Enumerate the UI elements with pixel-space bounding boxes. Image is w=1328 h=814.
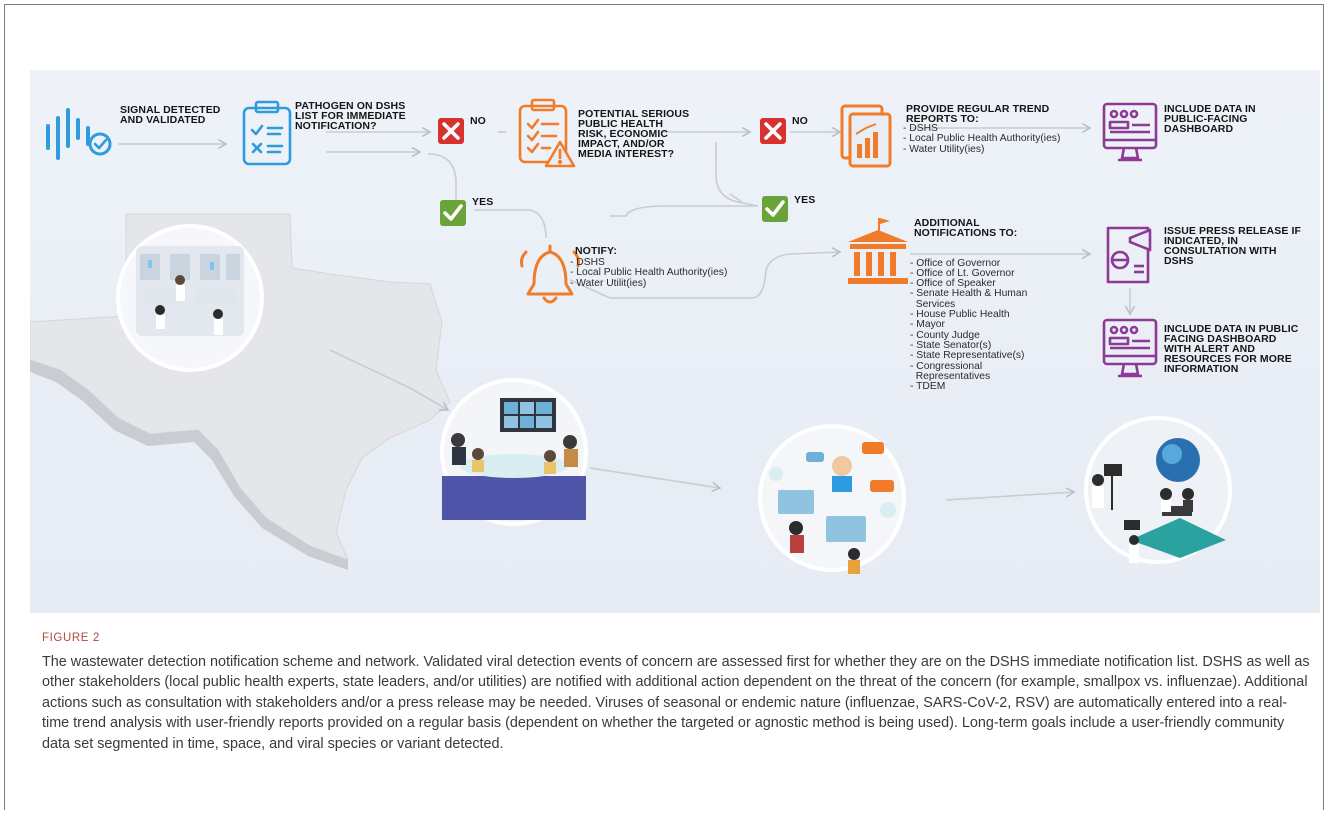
laboratory-illustration (116, 224, 264, 372)
yes-mark-icon (440, 200, 466, 226)
flowchart-artwork (30, 98, 1232, 574)
report-document-icon (840, 104, 892, 168)
call-center-illustration (758, 424, 906, 574)
figure-frame (4, 4, 1324, 810)
decision-no-label: NO (792, 115, 808, 127)
dashboard-monitor-icon (1102, 102, 1158, 162)
press-release-icon (1106, 226, 1152, 284)
trend-reports-recipients: - DSHS- Local Public Health Authority(ie… (903, 123, 1061, 155)
connectors (118, 122, 1136, 501)
news-broadcast-illustration (1084, 416, 1232, 564)
warning-clipboard-icon (518, 98, 576, 168)
signal-waveform-icon (46, 108, 112, 160)
video-conference-illustration (440, 378, 588, 526)
yes-mark-icon (762, 196, 788, 222)
dashboard-alert-monitor-icon (1102, 318, 1158, 378)
decision-no-label: NO (470, 115, 486, 127)
notification-bell-icon (520, 244, 580, 304)
figure-caption: The wastewater detection notification sc… (42, 654, 1310, 752)
notify-heading: NOTIFY: (575, 245, 617, 257)
additional-notifications-recipients: - Office of Governor- Office of Lt. Gove… (910, 257, 1028, 393)
notify-recipients: - DSHS- Local Public Health Authority(ie… (570, 257, 728, 289)
checklist-icon (242, 100, 292, 166)
no-mark-icon (438, 118, 464, 144)
figure-label: FIGURE 2 (42, 632, 100, 644)
decision-yes-label: YES (472, 196, 494, 208)
no-mark-icon (760, 118, 786, 144)
government-building-icon (848, 218, 908, 284)
decision-yes-label: YES (794, 194, 816, 206)
